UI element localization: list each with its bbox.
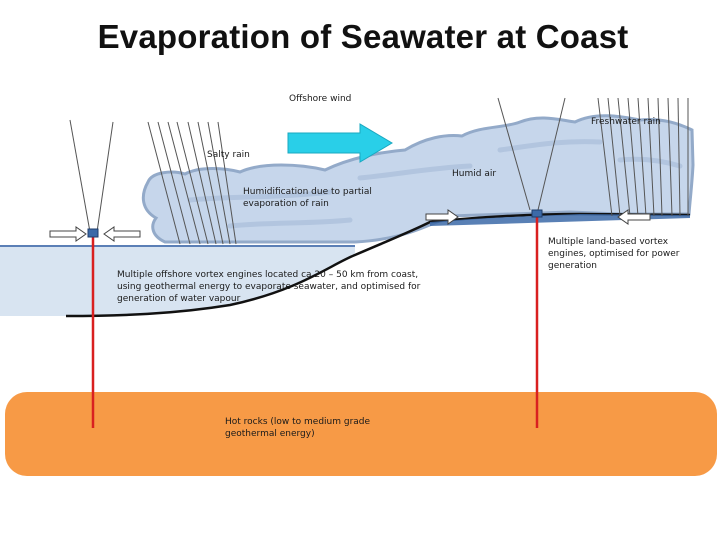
humid-air-cloud xyxy=(141,114,695,244)
cloud-texture xyxy=(187,139,683,229)
sea-area xyxy=(0,246,355,316)
inflow-arrow-icon xyxy=(49,209,651,242)
freshwater-rain-lines xyxy=(497,97,689,217)
offshore-vortex-engine-icon xyxy=(87,228,99,238)
humid-air-label: Humid air xyxy=(452,169,497,179)
land-vortex-engine-icon xyxy=(531,209,543,218)
salty-rain-label: Salty rain xyxy=(207,150,250,160)
salty-rain-lines xyxy=(69,119,237,245)
hot-rocks-label: Hot rocks (low to medium grade geotherma… xyxy=(225,417,371,439)
ground-profile xyxy=(65,212,691,318)
offshore-wind-label: Offshore wind xyxy=(289,94,352,104)
humidification-label: Humidification due to partial evaporatio… xyxy=(243,187,372,209)
page-title: Evaporation of Seawater at Coast xyxy=(97,18,629,55)
freshwater-rain-label: Freshwater rain xyxy=(591,117,661,127)
land-engines-label: Multiple land-based vortex engines, opti… xyxy=(548,237,680,271)
hot-rocks-layer xyxy=(5,392,717,476)
wind-arrow-icon xyxy=(287,123,393,163)
offshore-engines-label: Multiple offshore vortex engines located… xyxy=(117,270,421,304)
